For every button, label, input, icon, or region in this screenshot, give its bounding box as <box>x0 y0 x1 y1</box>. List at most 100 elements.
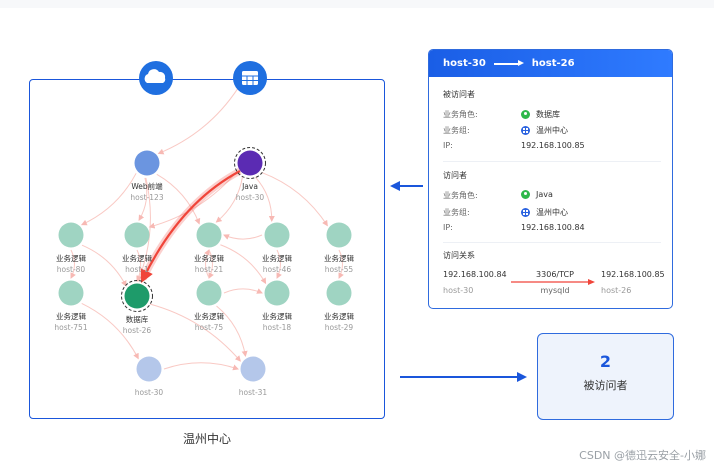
arrow-right-icon <box>400 372 527 382</box>
arrow-right-icon <box>493 59 524 69</box>
node-label-b55: 业务逻辑 <box>324 253 354 263</box>
node-label-web: Web前端 <box>131 181 163 191</box>
node-host-h30: host-30 <box>135 388 164 397</box>
relation-protocol: 3306/TCP <box>536 270 574 279</box>
node-host-b751: host-751 <box>54 323 87 332</box>
edge-b80-b751 <box>70 249 76 279</box>
node-host-b1: host-1 <box>125 265 149 274</box>
top-bar <box>0 0 714 8</box>
node-label-b21: 业务逻辑 <box>194 253 224 263</box>
node-host-db: host-26 <box>123 326 152 335</box>
header-from: host-30 <box>443 58 486 69</box>
relation-src-ip: 192.168.100.84 <box>443 270 507 279</box>
role-icon <box>521 190 530 199</box>
edge-java-b55 <box>261 171 328 227</box>
relation-title: 访问关系 <box>443 251 475 260</box>
edge-b751-h30 <box>81 303 139 360</box>
node-b80 <box>58 222 84 248</box>
graph-frame <box>29 79 385 419</box>
node-b75 <box>196 280 222 306</box>
node-host-h31: host-31 <box>239 388 268 397</box>
arrow-left-icon <box>390 181 423 191</box>
edge-java-b1 <box>148 170 238 229</box>
visited-group-value: 温州中心 <box>536 126 568 135</box>
node-host-b75: host-75 <box>195 323 224 332</box>
node-b55 <box>326 222 352 248</box>
node-label-db: 数据库 <box>126 314 149 324</box>
edge-web-b80 <box>80 173 137 226</box>
edge-b46-b18 <box>276 249 282 279</box>
divider <box>443 242 661 243</box>
relation-arrow-icon <box>511 279 595 285</box>
node-host-b46: host-46 <box>263 265 292 274</box>
visited-count-label: 被访问者 <box>583 379 628 392</box>
header-to: host-26 <box>531 58 575 69</box>
visited-count-card[interactable]: 2 被访问者 <box>537 333 674 420</box>
edge-java-b46 <box>254 176 275 222</box>
node-b29 <box>326 280 352 306</box>
region-label: 温州中心 <box>182 432 231 446</box>
node-ring-db <box>121 280 153 312</box>
watermark: CSDN @德迅云安全-小娜 <box>579 449 706 462</box>
visited-role-key: 业务角色: <box>443 110 478 119</box>
node-label-b18: 业务逻辑 <box>262 311 292 321</box>
visited-group-row: 业务组: 温州中心 <box>443 125 663 137</box>
visited-count: 2 <box>599 352 612 371</box>
visitor-role-key: 业务角色: <box>443 191 478 200</box>
relation-dst-ip: 192.168.100.85 <box>601 270 665 279</box>
edge-b46-b21 <box>223 234 263 240</box>
edge-b21-b75 <box>208 249 214 279</box>
node-b21 <box>196 222 222 248</box>
visitor-role-value: Java <box>536 190 553 199</box>
edge-b55-b29 <box>338 249 344 279</box>
edge-h30-h31 <box>163 362 239 371</box>
node-b751 <box>58 280 84 306</box>
visited-title: 被访问者 <box>443 90 475 99</box>
relation-service: mysqld <box>540 286 570 295</box>
group-icon <box>521 126 530 135</box>
divider <box>443 161 661 162</box>
node-label-b1: 业务逻辑 <box>122 253 152 263</box>
relation-src-host: host-30 <box>443 286 474 295</box>
visited-ip-key: IP: <box>443 141 453 150</box>
node-label-b75: 业务逻辑 <box>194 311 224 321</box>
edge-java-b21 <box>215 175 244 223</box>
visited-ip-value: 192.168.100.85 <box>521 141 585 150</box>
node-label-java: Java <box>241 182 258 191</box>
node-b18 <box>264 280 290 306</box>
visited-group-key: 业务组: <box>443 126 470 135</box>
visitor-ip-row: IP: 192.168.100.84 <box>443 223 663 235</box>
detail-panel: host-30 host-26 被访问者 业务角色: 数据库 业务组: 温州中心… <box>428 49 673 309</box>
visitor-role-row: 业务角色: Java <box>443 190 663 202</box>
visitor-title: 访问者 <box>443 171 467 180</box>
node-host-b18: host-18 <box>263 323 292 332</box>
edge-b1-db <box>136 249 142 282</box>
visited-role-row: 业务角色: 数据库 <box>443 109 663 121</box>
edge-b80-db <box>81 244 127 287</box>
edge-b75-h31 <box>216 305 248 358</box>
table-shape <box>242 71 258 85</box>
node-label-b29: 业务逻辑 <box>324 311 354 321</box>
node-b46 <box>264 222 290 248</box>
node-h31 <box>240 356 266 382</box>
node-db <box>124 283 150 309</box>
highlight-edge <box>140 170 241 283</box>
role-icon <box>521 110 530 119</box>
node-ring-java <box>234 147 266 179</box>
edge-table-web <box>157 87 239 155</box>
node-label-b80: 业务逻辑 <box>56 253 86 263</box>
edge-b75-b18 <box>223 288 263 294</box>
node-java <box>237 150 263 176</box>
visitor-ip-key: IP: <box>443 223 453 232</box>
node-host-b80: host-80 <box>57 265 86 274</box>
visited-role-value: 数据库 <box>536 110 560 119</box>
node-host-b21: host-21 <box>195 265 224 274</box>
node-label-b46: 业务逻辑 <box>262 253 292 263</box>
node-h30 <box>136 356 162 382</box>
node-host-java: host-30 <box>236 193 265 202</box>
edge-db-h31 <box>149 303 241 362</box>
panel-header: host-30 host-26 <box>429 50 672 77</box>
edge-b75-b21 <box>204 249 210 279</box>
visited-ip-row: IP: 192.168.100.85 <box>443 141 663 153</box>
